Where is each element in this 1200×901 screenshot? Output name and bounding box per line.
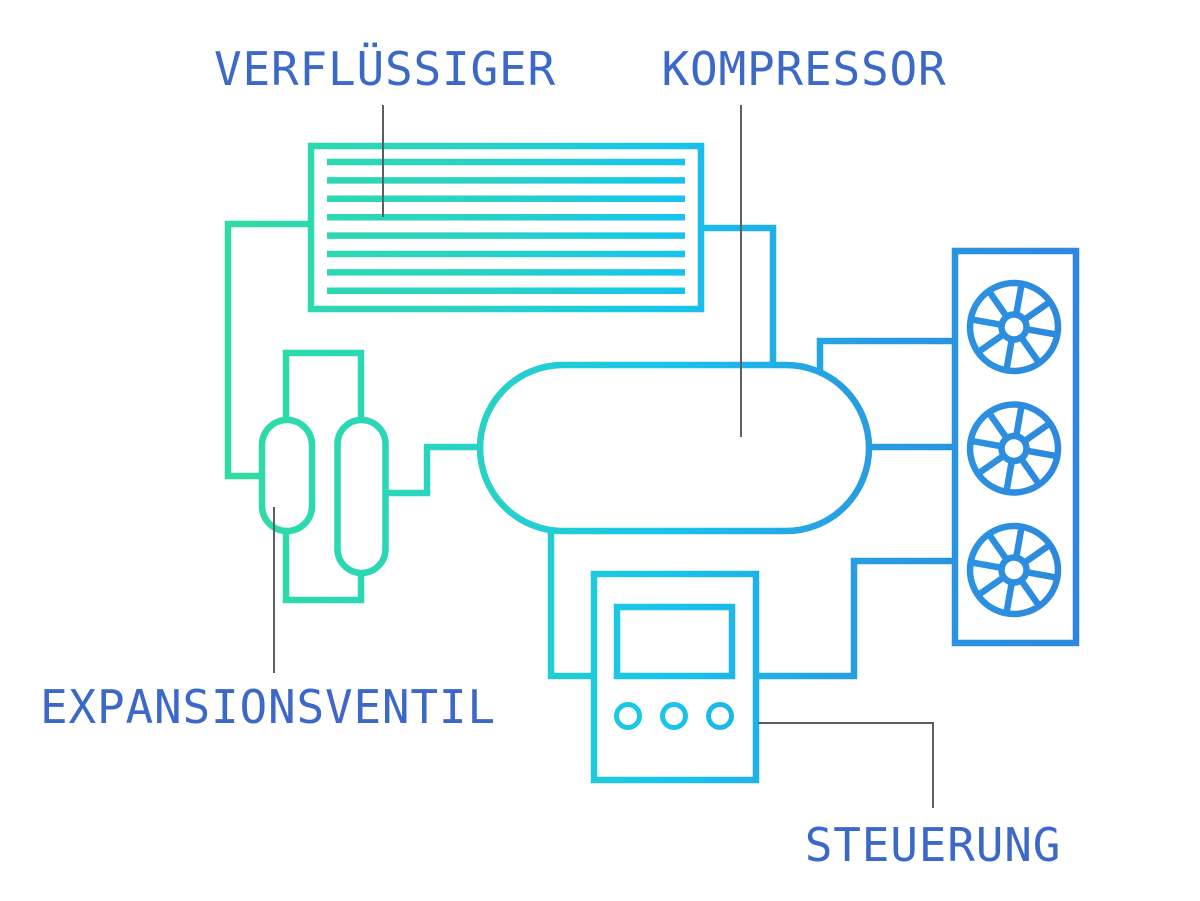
fan-spoke [986,532,1010,562]
control-button [660,702,688,730]
fan-hub [998,432,1030,465]
fan-spoke [1003,338,1016,371]
expansion-valve-bottom-link [282,530,365,604]
fan-unit-fans [966,279,1062,618]
fan-spoke [1003,460,1016,493]
fan-spoke [976,574,1006,598]
diagram-linework [224,142,1080,784]
fan-spoke [1012,283,1025,316]
fan-spoke [970,316,1003,329]
fan-outer-ring [966,401,1062,496]
pointer-control [758,722,934,808]
compressor [476,361,873,535]
fan-spoke [976,331,1006,355]
pipe-control-to-fan-bottom [756,557,955,680]
control-button [614,702,642,730]
fan-spoke [970,437,1003,450]
control-button [706,702,734,730]
condenser-coil [327,158,685,295]
fan-spoke [1022,420,1052,444]
fan-spoke [976,453,1006,477]
fan-spoke [1018,578,1042,608]
fan-spoke [1003,581,1016,614]
condenser-body [307,142,705,313]
fan-spoke [1025,568,1058,581]
compressor-body [476,361,873,535]
control-buttons [614,702,734,730]
pipe-compressor-to-fan-top [816,337,955,372]
expansion-valve [258,349,389,604]
fan-spoke [1025,325,1058,338]
fan-spoke [986,289,1010,319]
fan-spoke [1012,404,1025,437]
fan-unit [951,247,1080,647]
fan-spoke [1018,456,1042,487]
fan-spoke [1022,299,1052,323]
control-label: STEUERUNG [804,818,1062,872]
compressor-label: KOMPRESSOR [661,42,947,96]
expansion-valve-left-cylinder [258,416,316,535]
fan-spoke [970,559,1003,572]
fan-spoke [1018,335,1042,365]
fan-icon [966,522,1062,618]
condenser [307,142,705,313]
fan-icon [966,401,1062,496]
pointer-lines [273,105,934,808]
pipes [224,220,955,680]
expansion-valve-label: EXPANSIONSVENTIL [40,680,496,734]
expansion-valve-right-cylinder [334,416,389,577]
fan-hub [998,554,1030,586]
fan-icon [966,279,1062,375]
control-unit-body [590,570,760,784]
pipe-condenser-to-compressor [701,224,777,365]
expansion-valve-top-link [282,349,365,421]
fan-outer-ring [966,279,1062,375]
fan-spoke [1025,447,1058,460]
control-unit [590,570,760,784]
condenser-label: VERFLÜSSIGER [214,42,556,96]
pipe-expansion-to-compressor [385,443,480,497]
control-unit-screen [613,603,736,680]
fan-spoke [986,410,1010,441]
fan-unit-body [951,247,1080,647]
fan-spoke [1012,526,1025,559]
pipe-compressor-to-control [547,528,594,680]
fan-spoke [1022,542,1052,566]
fan-hub [998,311,1030,343]
fan-outer-ring [966,522,1062,618]
pipe-condenser-to-expansion [224,220,311,480]
